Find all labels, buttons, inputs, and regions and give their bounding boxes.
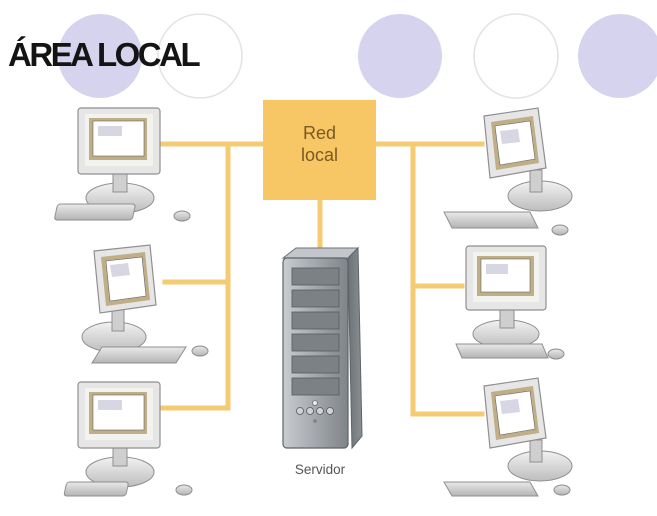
circle-2 xyxy=(157,13,243,99)
computer-left-bottom xyxy=(63,381,193,497)
hub-label-line1: Red xyxy=(302,123,337,143)
computer-left-top xyxy=(54,107,191,222)
hub-label-line2: local xyxy=(300,145,339,165)
server-tower xyxy=(281,246,363,450)
network-cables xyxy=(157,141,485,417)
page-title: ÁREA LOCAL xyxy=(8,36,201,73)
circle-1 xyxy=(58,14,142,98)
computer-right-bottom xyxy=(443,377,573,497)
computer-left-mid xyxy=(81,244,209,364)
decorative-circles xyxy=(58,13,657,99)
computer-right-mid xyxy=(455,245,565,360)
hub-label: Red local xyxy=(262,122,377,166)
hub-box xyxy=(263,100,376,200)
circle-3 xyxy=(358,14,442,98)
circle-5 xyxy=(578,14,657,98)
circle-4 xyxy=(473,13,559,99)
computer-right-top xyxy=(443,107,573,236)
server-label: Servidor xyxy=(294,462,346,477)
